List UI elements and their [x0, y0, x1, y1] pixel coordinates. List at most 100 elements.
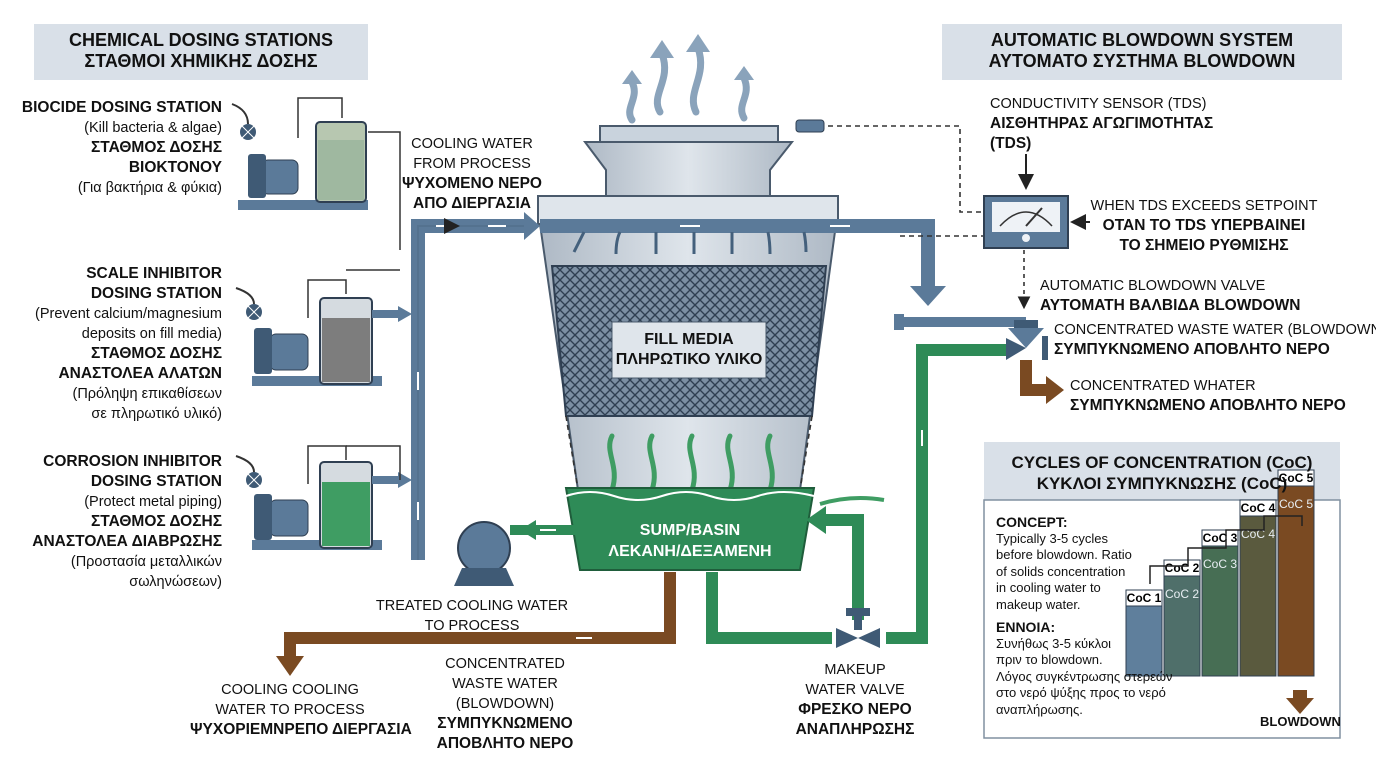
- sump-basin: [564, 487, 816, 571]
- dosing-header-line1: CHEMICAL DOSING STATIONS: [68, 30, 333, 50]
- coc-bar-label: CoC 5: [1279, 471, 1314, 485]
- scale-title2: DOSING STATION: [90, 285, 222, 302]
- scale-title-gr: ΣΤΑΘΜΟΣ ΔΟΣΗΣ: [90, 345, 222, 362]
- coc-bar-inner-label: CoC 3: [1203, 557, 1237, 571]
- biocide-label: BIOCIDE DOSING STATION (Kill bacteria & …: [20, 98, 222, 198]
- treated-l2: TO PROCESS: [424, 618, 520, 634]
- waste-bottom-l4: ΣΥΜΠΥΚΝΩΜΕΝΟ: [437, 715, 573, 732]
- dosing-header: CHEMICAL DOSING STATIONS ΣΤΑΘΜΟΙ ΧΗΜΙΚΗΣ…: [34, 24, 368, 80]
- corrosion-title-gr: ΣΤΑΘΜΟΣ ΔΟΣΗΣ: [90, 513, 222, 530]
- sensor-label: CONDUCTIVITY SENSOR (TDS) ΑΙΣΘΗΤΗΡΑΣ ΑΓΩ…: [990, 94, 1213, 154]
- makeup-label: MAKEUP WATER VALVE ΦΡΕΣΚΟ ΝΕΡΟ ΑΝΑΠΛΗΡΩΣ…: [780, 660, 930, 740]
- corrosion-inhibitor-station-shape: [235, 445, 412, 550]
- corrosion-title: CORROSION INHIBITOR: [43, 453, 222, 470]
- coc-ennoia-line: Λόγος συγκέντρωσης στερεών: [996, 668, 1173, 684]
- coc-bar-cap: [1125, 589, 1163, 607]
- coc-bar-label: CoC 3: [1203, 531, 1238, 545]
- coc-concept-line: in cooling water to: [996, 580, 1101, 595]
- blowdown-header-line2: ΑΥΤΟΜΑΤΟ ΣΥΣΤΗΜΑ BLOWDOWN: [988, 51, 1296, 71]
- biocide-desc-gr: (Για βακτήρια & φύκια): [77, 180, 222, 196]
- sump-label: SUMP/BASIN ΛΕΚΑΝΗ/ΔΕΞΑΜΕΝΗ: [590, 520, 790, 562]
- blowdown-header: AUTOMATIC BLOWDOWN SYSTEM ΑΥΤΟΜΑΤΟ ΣΥΣΤΗ…: [942, 24, 1342, 80]
- makeup-l1: MAKEUP: [824, 662, 886, 678]
- coc-step-arrow: [1149, 515, 1303, 584]
- setpoint-label: WHEN TDS EXCEEDS SETPOINT ΟΤΑΝ ΤΟ TDS ΥΠ…: [1090, 196, 1318, 256]
- coc-bar-cap: [1239, 499, 1277, 517]
- sensor-l1: CONDUCTIVITY SENSOR (TDS): [990, 96, 1207, 112]
- sump-l2: ΛΕΚΑΝΗ/ΔΕΞΑΜΕΝΗ: [608, 543, 772, 560]
- cooling-out-l2: WATER TO PROCESS: [215, 702, 365, 718]
- coc-concept-line: before blowdown. Ratio: [996, 547, 1132, 562]
- coc-bar-inner-label: CoC 5: [1279, 497, 1313, 511]
- inlet-l3: ΨΥΧΟΜΕΝΟ ΝΕΡΟ: [401, 175, 542, 192]
- coc-bar-inner-label: CoC 4: [1241, 527, 1275, 541]
- fill-media-label-box: [611, 321, 767, 379]
- fill-media-label: FILL MEDIA ΠΛΗΡΩΤΙΚΟ ΥΛΙΚΟ: [612, 330, 766, 370]
- conc-whater-label: CONCENTRATED WHATER ΣΥΜΠΥΚΝΩΜΕΝΟ ΑΠΟΒΛΗΤ…: [1070, 376, 1346, 416]
- sensor-l3: (TDS): [990, 135, 1032, 152]
- setpoint-l3: ΤΟ ΣΗΜΕΙΟ ΡΥΘΜΙΣΗΣ: [1119, 237, 1289, 254]
- conc-waste-label: CONCENTRATED WASTE WATER (BLOWDOWN) ΣΥΜΠ…: [1054, 320, 1376, 360]
- coc-title-1: CYCLES OF CONCENTRATION (CoC): [1011, 453, 1313, 472]
- bd-valve-label: AUTOMATIC BLOWDOWN VALVE ΑΥΤΟΜΑΤΗ ΒΑΛΒΙΔ…: [1040, 276, 1300, 316]
- biocide-desc: (Kill bacteria & algae): [84, 120, 222, 136]
- makeup-valve-shape: [836, 608, 880, 648]
- scale-label: SCALE INHIBITOR DOSING STATION (Prevent …: [20, 264, 222, 424]
- vapor-arrows: [626, 44, 750, 124]
- biocide-station-shape: [231, 97, 401, 250]
- conc-whater-l2: ΣΥΜΠΥΚΝΩΜΕΝΟ ΑΠΟΒΛΗΤΟ ΝΕΡΟ: [1070, 397, 1346, 414]
- inlet-l4: ΑΠΟ ΔΙΕΡΓΑΣΙΑ: [413, 195, 531, 212]
- coc-blowdown-label: BLOWDOWN: [1260, 714, 1341, 729]
- conc-waste-l1: CONCENTRATED WASTE WATER (BLOWDOWN): [1054, 322, 1376, 338]
- setpoint-l2: ΟΤΑΝ ΤΟ TDS ΥΠΕΡΒΑΙΝΕΙ: [1102, 217, 1306, 234]
- dosing-stations: [231, 97, 412, 550]
- waste-pipe: [284, 572, 676, 660]
- dosing-header-line2: ΣΤΑΘΜΟΙ ΧΗΜΙΚΗΣ ΔΟΣΗΣ: [84, 51, 318, 71]
- coc-ennoia-line: πριν το blowdown.: [996, 652, 1103, 667]
- biocide-title-gr: ΣΤΑΘΜΟΣ ΔΟΣΗΣ: [90, 139, 222, 156]
- coc-concept-line: makeup water.: [996, 596, 1081, 612]
- inlet-pipe: [411, 219, 524, 560]
- sump-l1: SUMP/BASIN: [639, 522, 741, 539]
- coc-concept: CONCEPT: Typically 3-5 cycles before blo…: [996, 514, 1173, 718]
- corrosion-desc-gr2: σωληνώσεων): [129, 574, 222, 590]
- waste-bottom-l1: CONCENTRATED: [445, 656, 565, 672]
- scale-desc-gr: (Πρόληψη επικαθίσεων: [72, 386, 223, 402]
- inlet-label: COOLING WATER FROM PROCESS ΨΥΧΟΜΕΝΟ ΝΕΡΟ…: [392, 134, 552, 214]
- scale-title-gr2: ΑΝΑΣΤΟΛΕΑ ΑΛΑΤΩΝ: [58, 365, 222, 382]
- coc-concept-line: of solids concentration: [996, 563, 1126, 579]
- scale-title: SCALE INHIBITOR: [86, 265, 222, 282]
- conductivity-sensor: [795, 119, 825, 133]
- coc-bar-label: CoC 2: [1165, 561, 1200, 575]
- waste-bottom-l2: WASTE WATER: [452, 676, 558, 692]
- coc-bar: [1277, 485, 1315, 677]
- cooling-out-l1: COOLING COOLING: [221, 682, 359, 698]
- corrosion-desc: (Protect metal piping): [84, 494, 222, 510]
- makeup-supply: [886, 344, 1010, 644]
- corrosion-title2: DOSING STATION: [90, 473, 222, 490]
- corrosion-title-gr2: ΑΝΑΣΤΟΛΕΑ ΔΙΑΒΡΩΣΗΣ: [32, 533, 222, 550]
- coc-bar-cap: [1201, 529, 1239, 547]
- coc-bar-label: CoC 4: [1241, 501, 1276, 515]
- coc-title: CYCLES OF CONCENTRATION (CoC) ΚΥΚΛΟΙ ΣΥΜ…: [984, 452, 1340, 494]
- waste-bottom-label: CONCENTRATED WASTE WATER (BLOWDOWN) ΣΥΜΠ…: [430, 654, 580, 754]
- biocide-title-gr2: ΒΙΟΚΤΟΝΟΥ: [128, 159, 222, 176]
- treated-l1: TREATED COOLING WATER: [375, 598, 569, 614]
- inlet-l2: FROM PROCESS: [413, 156, 531, 172]
- fan-stack: [583, 141, 795, 197]
- scale-desc: (Prevent calcium/magnesium: [35, 306, 222, 322]
- bd-valve-l2: ΑΥΤΟΜΑΤΗ ΒΑΛΒΙΔΑ BLOWDOWN: [1040, 297, 1301, 314]
- biocide-title: BIOCIDE DOSING STATION: [21, 99, 222, 116]
- fan-shroud-top: [599, 125, 779, 143]
- blowdown-valve-shape: [1006, 320, 1048, 360]
- inlet-l1: COOLING WATER: [411, 136, 533, 152]
- waste-bottom-l3: (BLOWDOWN): [455, 696, 555, 712]
- sensor-l2: ΑΙΣΘΗΤΗΡΑΣ ΑΓΩΓΙΜΟΤΗΤΑΣ: [990, 115, 1214, 132]
- makeup-return: [706, 572, 832, 644]
- coc-bar-inner-label: CoC 2: [1165, 587, 1199, 601]
- cooling-out-label: COOLING COOLING WATER TO PROCESS ΨΥΧΟΡΙΕ…: [190, 680, 412, 740]
- coc-bar-cap: [1163, 559, 1201, 577]
- coc-ennoia-line: αναπλήρωσης.: [996, 701, 1083, 717]
